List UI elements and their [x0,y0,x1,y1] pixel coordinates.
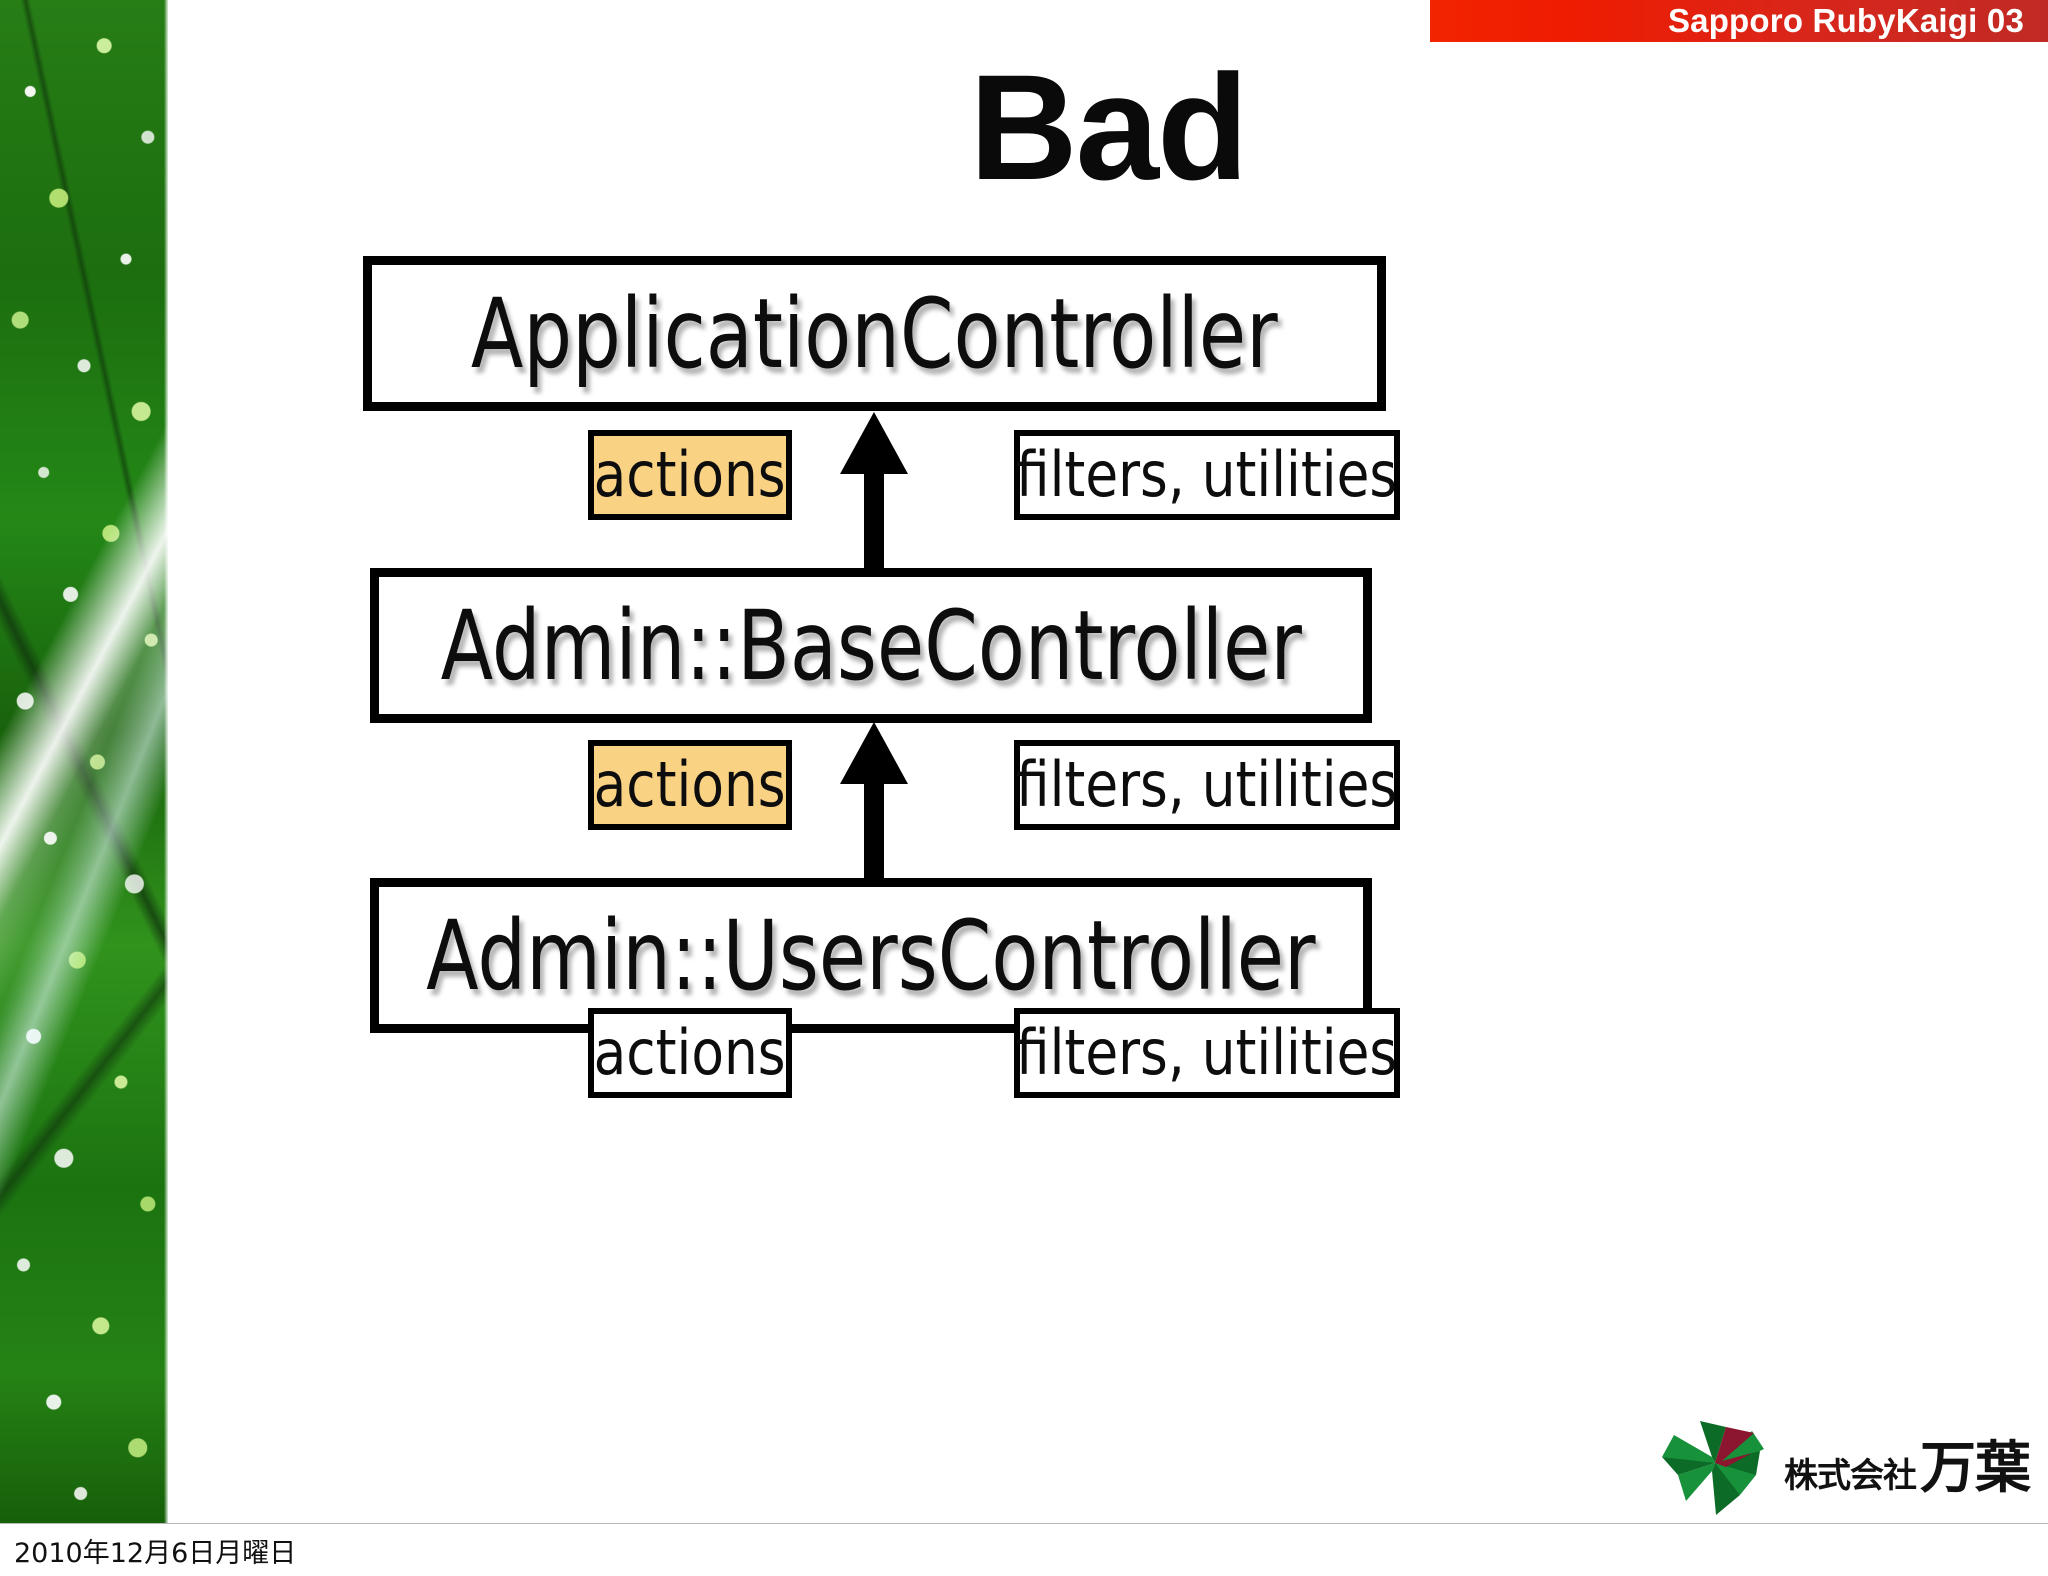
tag-actions-admin-users: actions [588,1008,792,1098]
class-box-application-controller: ApplicationController [363,256,1386,411]
maniwa-leaf-icon [1662,1421,1764,1515]
tag-filters-utilities-admin-users: filters, utilities [1014,1008,1400,1098]
slide-title: Bad [969,43,1248,211]
class-box-admin-users-controller: Admin::UsersController [370,878,1372,1033]
tag-label: actions [594,748,786,821]
tag-label: filters, utilities [1016,748,1398,821]
company-prefix: 株式会社 [1784,1455,1917,1496]
class-box-admin-base-controller: Admin::BaseController [370,568,1372,723]
strip-edge-highlight [164,0,168,1524]
company-logo-text: 株式会社 万葉 [1784,1423,2031,1504]
tag-filters-utilities-admin-base: filters, utilities [1014,740,1400,830]
tag-label: filters, utilities [1016,438,1398,511]
conference-banner: Sapporo RubyKaigi 03 [1430,0,2048,42]
class-box-label: Admin::BaseController [440,589,1302,702]
class-box-label: Admin::UsersController [426,899,1316,1012]
tag-label: actions [594,438,786,511]
tag-label: actions [594,1016,786,1089]
company-name: 万葉 [1920,1435,2031,1501]
class-box-label: ApplicationController [471,277,1278,390]
company-logo: 株式会社 万葉 [1656,1408,2031,1518]
forest-canopy-image [0,0,168,1524]
footer-bar: 2010年12月6日月曜日 [0,1523,2048,1576]
tag-filters-utilities-application: filters, utilities [1014,430,1400,520]
inheritance-arrow-users-to-base [840,722,908,880]
tag-actions-admin-base: actions [588,740,792,830]
conference-banner-label: Sapporo RubyKaigi 03 [1667,2,2024,39]
footer-date: 2010年12月6日月曜日 [14,1537,297,1569]
tag-label: filters, utilities [1016,1016,1398,1089]
tag-actions-application: actions [588,430,792,520]
inheritance-arrow-base-to-application [840,412,908,570]
